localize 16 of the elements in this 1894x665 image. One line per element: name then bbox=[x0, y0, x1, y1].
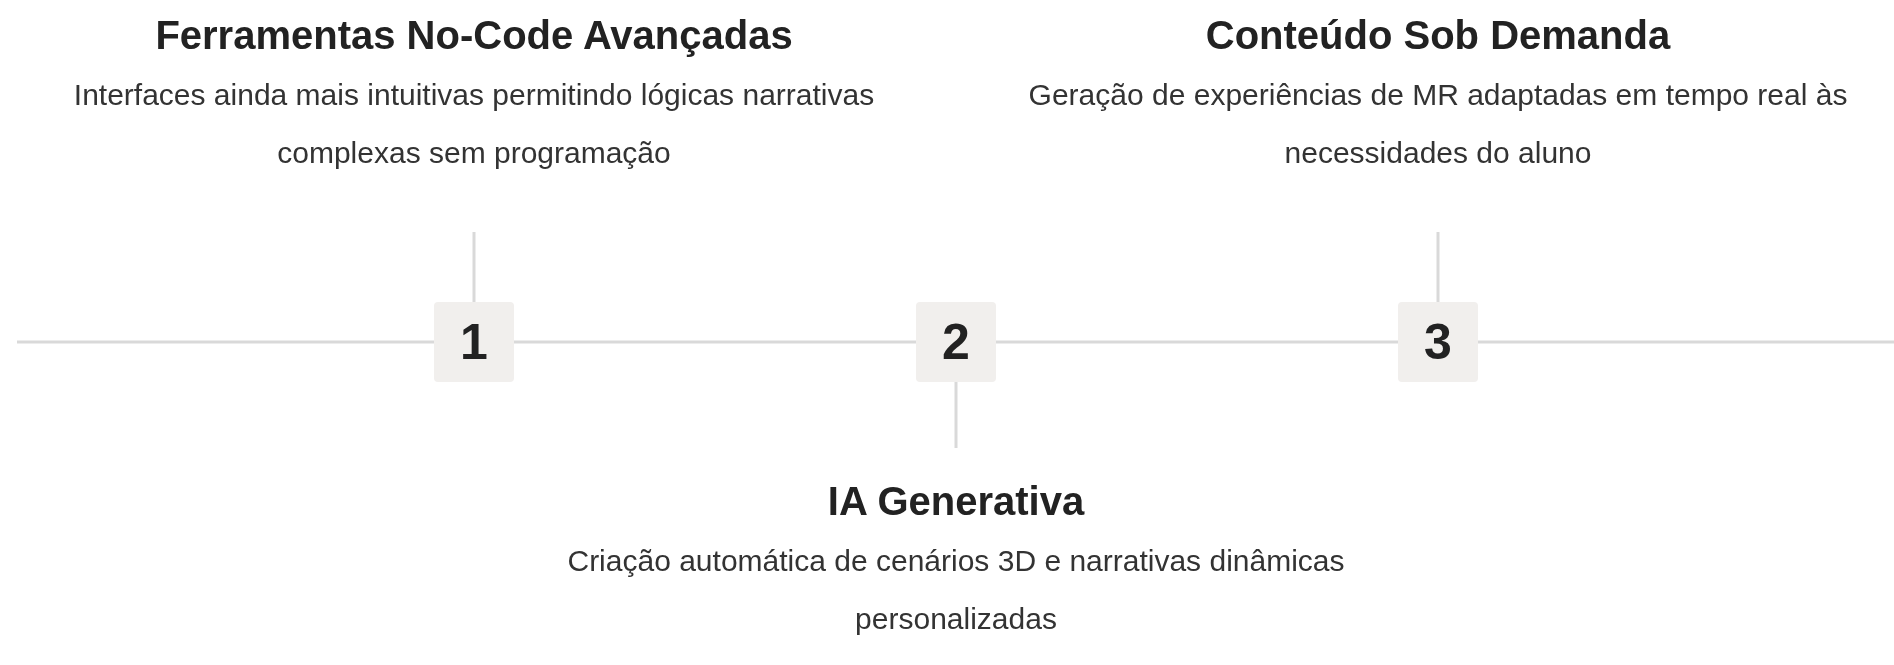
step-number: 1 bbox=[434, 302, 514, 382]
timeline-line bbox=[514, 340, 916, 344]
milestone-description: Geração de experiências de MR adaptadas em tempo real às necessidades do aluno bbox=[1027, 77, 1849, 171]
step-number: 3 bbox=[1398, 302, 1478, 382]
milestone-description: Criação automática de cenários 3D e narrativas dinâmicas personalizadas bbox=[566, 543, 1346, 637]
timeline-line bbox=[996, 340, 1398, 344]
milestone-title: Conteúdo Sob Demanda bbox=[1204, 12, 1672, 59]
connector-line bbox=[1436, 232, 1440, 302]
connector-line bbox=[472, 232, 476, 302]
timeline-line bbox=[1478, 340, 1894, 344]
milestone-description: Interfaces ainda mais intuitivas permitindo lógicas narrativas complexas sem programação bbox=[72, 77, 876, 171]
step-number: 2 bbox=[916, 302, 996, 382]
connector-line bbox=[954, 382, 958, 448]
milestone-title: IA Generativa bbox=[826, 478, 1086, 525]
milestone-title: Ferramentas No-Code Avançadas bbox=[154, 12, 794, 59]
timeline-line bbox=[17, 340, 434, 344]
